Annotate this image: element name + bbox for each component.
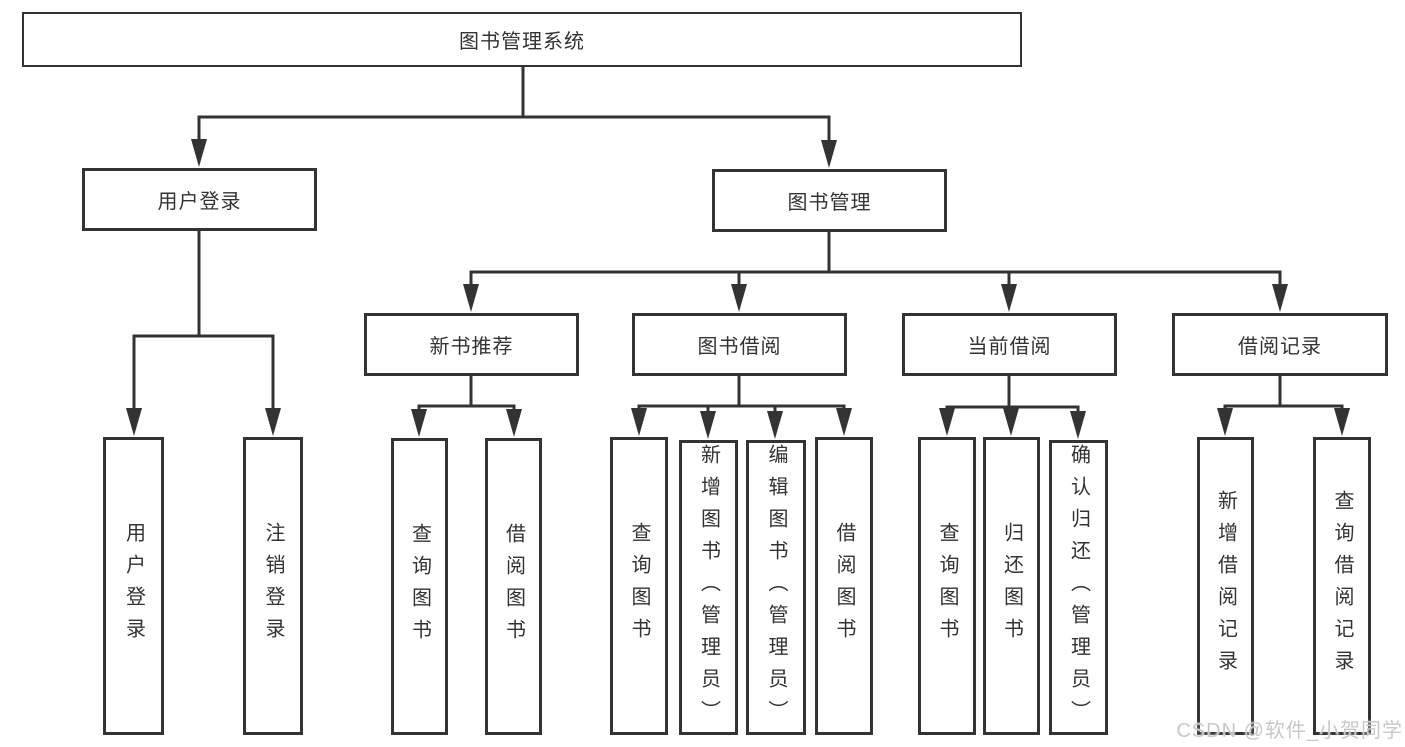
node-root: 图书管理系统: [22, 12, 1022, 67]
node-label: 当前借阅: [967, 336, 1052, 358]
node-label: 查询图书: [628, 522, 650, 650]
node-add-borrow-record: 新增借阅记录: [1197, 437, 1254, 735]
node-edit-book-admin: 编辑图书（管理员）: [746, 440, 806, 735]
arrowhead: [1003, 408, 1019, 436]
node-new-book-recommend: 新书推荐: [364, 313, 579, 376]
node-query-books-recommend: 查询图书: [391, 438, 448, 735]
arrowhead: [1001, 284, 1017, 312]
node-label: 归还图书: [1000, 522, 1023, 650]
node-logout: 注销登录: [243, 437, 303, 735]
node-confirm-return-admin: 确认归还（管理员）: [1049, 440, 1108, 735]
arrowhead: [1334, 408, 1350, 436]
node-current-borrow: 当前借阅: [902, 313, 1117, 376]
arrowhead: [411, 409, 427, 437]
node-label: 新书推荐: [429, 336, 514, 358]
arrowhead: [700, 411, 716, 439]
node-label: 注销登录: [262, 522, 284, 650]
node-borrow-books-recommend: 借阅图书: [485, 438, 542, 735]
node-query-books-borrow: 查询图书: [610, 437, 668, 735]
arrowheads: [126, 139, 1350, 439]
arrowhead: [836, 408, 852, 436]
node-user-login-leaf: 用户登录: [103, 437, 164, 735]
node-label: 查询图书: [936, 522, 958, 650]
node-label: 查询图书: [408, 522, 431, 651]
arrowhead: [631, 408, 647, 436]
arrowhead: [731, 284, 747, 312]
branch-borrow-records: [1223, 374, 1344, 413]
arrowhead: [939, 408, 955, 436]
node-label: 借阅记录: [1238, 336, 1322, 358]
node-label: 借阅图书: [833, 522, 855, 650]
branch-book-management: [469, 230, 1282, 289]
arrowhead: [506, 409, 522, 437]
branch-user-login: [132, 229, 275, 413]
arrowhead: [126, 408, 142, 436]
node-label: 新增图书（管理员）: [697, 443, 720, 732]
node-label: 用户登录: [122, 522, 145, 650]
node-label: 图书管理: [787, 192, 872, 214]
node-return-book: 归还图书: [983, 437, 1040, 735]
arrowhead: [821, 140, 837, 168]
node-label: 新增借阅记录: [1214, 490, 1237, 682]
arrowhead: [265, 408, 281, 436]
node-query-borrow-record: 查询借阅记录: [1313, 437, 1371, 735]
arrowhead: [767, 411, 783, 439]
node-label: 确认归还（管理员）: [1067, 443, 1090, 732]
node-label: 用户登录: [157, 191, 242, 213]
node-label: 查询借阅记录: [1331, 490, 1353, 682]
node-borrow-books-leaf: 借阅图书: [815, 437, 873, 735]
node-label: 图书借阅: [697, 336, 782, 358]
branch-new-book-recommend: [417, 374, 516, 414]
node-label: 编辑图书（管理员）: [765, 443, 787, 732]
node-book-management: 图书管理: [712, 169, 947, 232]
arrowhead: [463, 284, 479, 312]
node-add-book-admin: 新增图书（管理员）: [679, 440, 738, 735]
node-user-login: 用户登录: [82, 168, 317, 231]
node-book-borrow: 图书借阅: [632, 313, 847, 376]
arrowhead: [191, 139, 207, 167]
branch-root: [197, 65, 831, 145]
arrowhead: [1217, 408, 1233, 436]
node-borrow-records: 借阅记录: [1172, 313, 1388, 376]
branch-book-borrow: [637, 374, 846, 416]
arrowhead: [1070, 411, 1086, 439]
node-query-books-current: 查询图书: [918, 437, 976, 735]
watermark-text: CSDN @软件_小贺同学: [1176, 720, 1403, 742]
arrowhead: [1272, 284, 1288, 312]
node-label: 图书管理系统: [459, 31, 585, 53]
node-label: 借阅图书: [502, 522, 525, 651]
